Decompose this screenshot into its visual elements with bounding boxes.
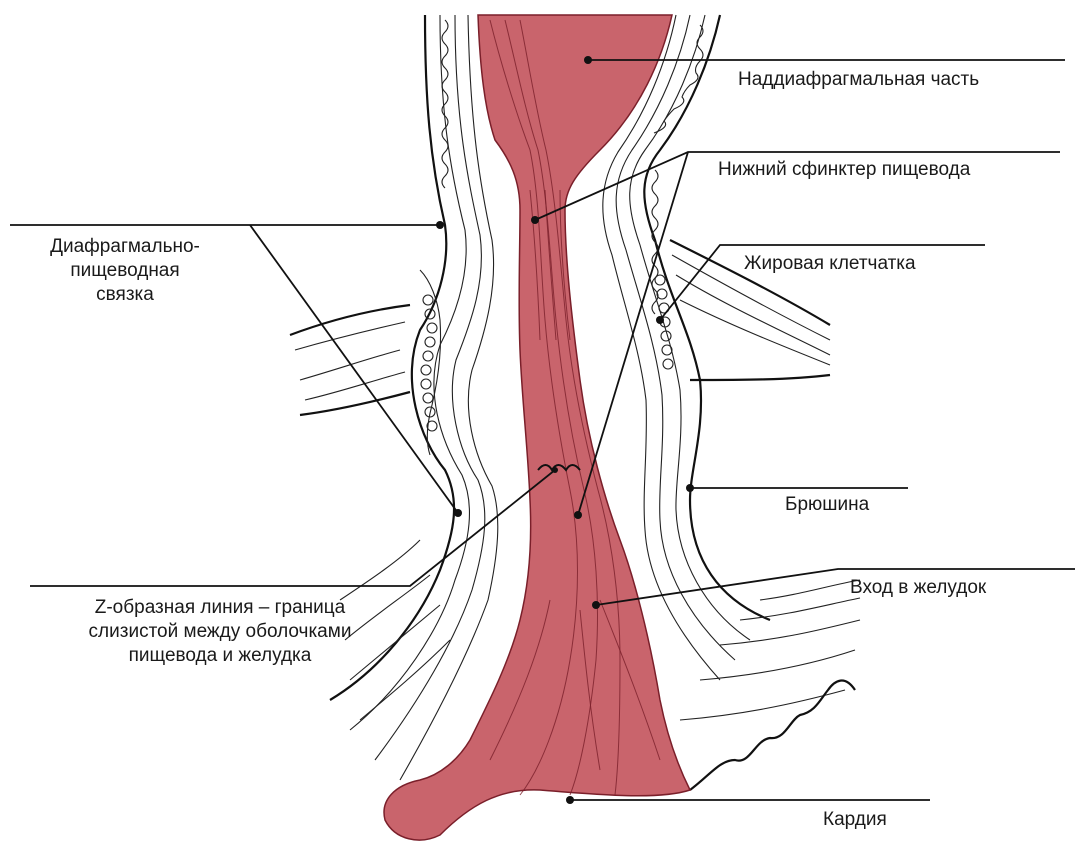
- label-peritoneum: Брюшина: [785, 493, 869, 517]
- label-supradiaphragmatic: Наддиафрагмальная часть: [738, 68, 979, 92]
- pointer-dot-peritoneum: [686, 484, 694, 492]
- muscle-coils-left: [442, 20, 448, 188]
- label-stomach-entry: Вход в желудок: [850, 576, 986, 600]
- pointer-dot-supradiaphragmatic: [584, 56, 592, 64]
- muscle-coils-right: [652, 25, 703, 314]
- label-diaphragm-ligament: Диафрагмально- пищеводная связка: [5, 235, 245, 307]
- pointer-dot-fat: [656, 316, 664, 324]
- label-z-line-line3: пищевода и желудка: [30, 644, 410, 668]
- label-z-line-line1: Z-образная линия – граница: [30, 596, 410, 620]
- label-diaphragm-ligament-line3: связка: [5, 283, 245, 307]
- label-z-line-line2: слизистой между оболочками: [30, 620, 410, 644]
- pointer-dot-ligament-lower: [454, 509, 462, 517]
- label-lower-sphincter: Нижний сфинктер пищевода: [718, 158, 970, 182]
- pointer-dot-ligament-upper: [436, 221, 444, 229]
- label-diaphragm-ligament-line2: пищеводная: [5, 259, 245, 283]
- label-z-line: Z-образная линия – граница слизистой меж…: [30, 596, 410, 668]
- label-diaphragm-ligament-line1: Диафрагмально-: [5, 235, 245, 259]
- pointer-dot-stomach-entry: [592, 601, 600, 609]
- pointer-dot-z-line: [552, 467, 558, 473]
- diaphragm-left: [290, 305, 410, 415]
- label-fat-tissue: Жировая клетчатка: [744, 252, 916, 276]
- pointer-dot-cardia: [566, 796, 574, 804]
- label-cardia: Кардия: [823, 808, 887, 832]
- pointer-dot-z-line-upper: [574, 511, 582, 519]
- pointer-dot-sphincter: [531, 216, 539, 224]
